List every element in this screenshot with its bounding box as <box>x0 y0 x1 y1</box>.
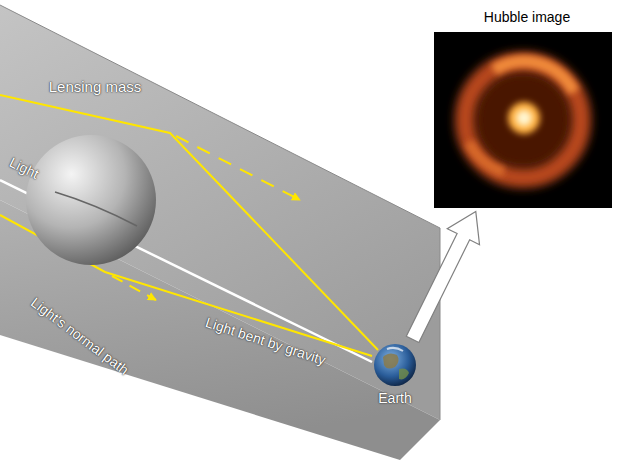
node-label: Hubble image <box>433 8 621 26</box>
ring-bright-arc <box>469 142 504 172</box>
node-label: Earth <box>352 389 438 407</box>
lensing-mass: Lensing mass <box>24 78 166 268</box>
unbent-ray-dashed <box>112 276 156 300</box>
einstein-ring <box>465 62 581 178</box>
pointer-arrow <box>406 212 479 343</box>
path-label: Light bent by gravity <box>204 314 328 368</box>
glow <box>475 72 571 168</box>
globe-cloud <box>387 348 403 351</box>
globe-body <box>374 344 416 386</box>
globe-land <box>383 353 399 368</box>
light-label: Light <box>7 154 41 182</box>
sphere-body <box>26 135 156 265</box>
lens-galaxy-core <box>516 110 532 126</box>
unbent-ray-dashed <box>176 136 300 200</box>
node-label: Lensing mass <box>24 78 166 96</box>
photo-ground <box>434 32 612 208</box>
lens-galaxy-glow <box>508 102 540 134</box>
path-label: Light's normal path <box>28 294 132 378</box>
sphere-graphic <box>25 134 157 266</box>
hubble-image: Hubble image <box>433 8 621 208</box>
ring-bright-arc <box>494 61 574 92</box>
hubble-photo <box>434 32 612 208</box>
globe-land <box>399 369 409 380</box>
earth-globe: Earth <box>372 343 418 407</box>
sphere-crease <box>55 192 137 226</box>
plane-edge <box>440 228 441 420</box>
globe-graphic <box>373 343 417 387</box>
